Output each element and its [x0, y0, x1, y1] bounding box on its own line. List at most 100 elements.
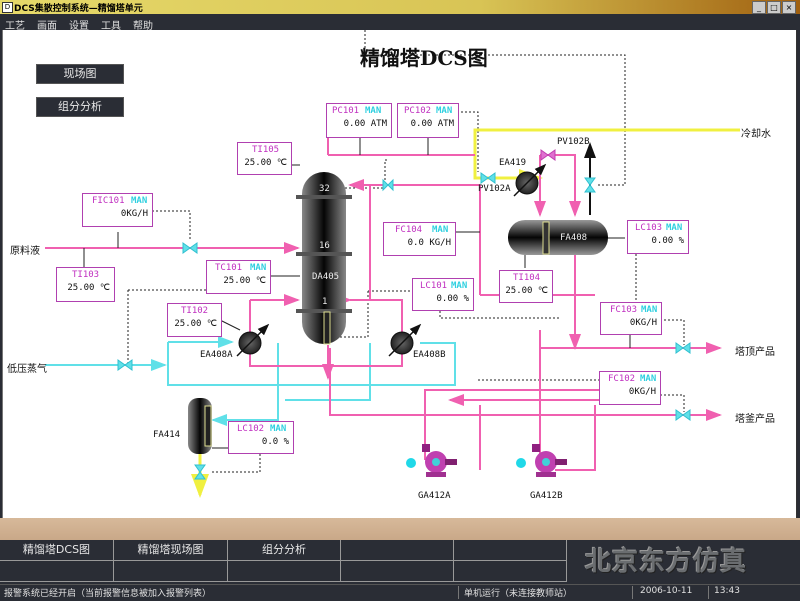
tray-32-label: 32: [319, 184, 330, 194]
tag-value: 0.00 %: [436, 294, 469, 304]
valve-FIC101: [182, 242, 198, 254]
status-message: 报警系统已经开启（当前报警信息被加入报警列表）: [4, 589, 212, 599]
page-title: 精馏塔DCS图: [360, 46, 488, 70]
tab-component-analysis[interactable]: 组分分析: [228, 540, 341, 561]
tag-name: TC101: [215, 263, 243, 273]
tag-TC101[interactable]: TC101 MAN 25.00 ℃: [206, 260, 271, 294]
tag-value: 0KG/H: [628, 387, 656, 397]
field-view-button[interactable]: 现场图: [36, 64, 124, 84]
component-analysis-button[interactable]: 组分分析: [36, 97, 124, 117]
close-button[interactable]: ×: [782, 1, 796, 14]
tab-empty-5[interactable]: [454, 540, 567, 561]
status-time: 13:43: [714, 586, 740, 596]
condenser-label: EA419: [499, 158, 527, 168]
tag-PC102[interactable]: PC102 MAN 0.00 ATM: [397, 103, 459, 138]
menu-screen[interactable]: 画面: [37, 21, 57, 32]
tag-value: 0.0 %: [261, 437, 289, 447]
tag-TI102[interactable]: TI102 25.00 ℃: [167, 303, 222, 337]
tag-name: FIC101: [92, 196, 125, 206]
tag-mode: MAN: [432, 225, 449, 235]
tag-name: TI102: [181, 306, 209, 316]
tag-mode: MAN: [365, 106, 382, 116]
tab-dcs-view[interactable]: 精馏塔DCS图: [0, 540, 114, 561]
tag-FC102[interactable]: FC102 MAN 0KG/H: [599, 371, 661, 405]
pump-GA412A: [406, 444, 457, 477]
tag-FC103[interactable]: FC103 MAN 0KG/H: [600, 302, 662, 335]
app-icon: D: [2, 2, 13, 13]
tag-name: TI104: [513, 273, 541, 283]
tag-name: LC101: [420, 281, 448, 291]
tag-value: 25.00 ℃: [244, 158, 287, 168]
heat-exchanger-EA408B: [388, 323, 422, 357]
top-product-label: 塔顶产品: [735, 347, 775, 358]
menu-settings[interactable]: 设置: [69, 21, 89, 32]
valve-FC103: [675, 342, 691, 354]
valve-reflux: [382, 178, 394, 192]
menu-bar: 工艺 画面 设置 工具 帮助: [0, 14, 800, 32]
pump-a-label: GA412A: [418, 491, 451, 501]
tag-FC104[interactable]: FC104 MAN 0.0 KG/H: [383, 222, 456, 256]
floor-strip: [0, 518, 800, 540]
tag-value: 0.0 KG/H: [407, 238, 451, 248]
status-date: 2006-10-11: [640, 586, 693, 596]
tag-TI104[interactable]: TI104 25.00 ℃: [499, 270, 553, 303]
tank-label: FA414: [153, 430, 181, 440]
window-title: DCS集散控制系统—精馏塔单元: [14, 4, 143, 14]
tag-name: FC104: [395, 225, 423, 235]
menu-tools[interactable]: 工具: [101, 21, 121, 32]
minimize-button[interactable]: _: [752, 1, 766, 14]
valve-FA414: [194, 464, 206, 480]
pump-GA412B: [516, 444, 567, 477]
tag-value: 0KG/H: [629, 318, 657, 328]
cooling-water-label: 冷却水: [741, 129, 771, 140]
brand-logo: 北京东方仿真: [585, 547, 748, 577]
tab-empty-8[interactable]: [228, 561, 341, 582]
tag-value: 0.00 ATM: [410, 119, 454, 129]
tray-1-label: 1: [322, 297, 328, 307]
tag-mode: MAN: [436, 106, 453, 116]
tab-empty-7[interactable]: [114, 561, 228, 582]
tag-value: 0.00 ATM: [343, 119, 387, 129]
column-DA405: [296, 172, 352, 345]
tag-FIC101[interactable]: FIC101 MAN 0KG/H: [82, 193, 153, 227]
tag-name: PC101: [332, 106, 360, 116]
valve-b-label: PV102B: [557, 137, 590, 147]
tag-mode: MAN: [250, 263, 267, 273]
valve-PV102B: [540, 149, 556, 161]
tag-name: TI105: [252, 145, 280, 155]
pump-b-label: GA412B: [530, 491, 563, 501]
tag-LC103[interactable]: LC103 MAN 0.00 %: [627, 220, 689, 254]
tag-LC102[interactable]: LC102 MAN 0.0 %: [228, 421, 294, 454]
tag-value: 25.00 ℃: [505, 286, 548, 296]
menu-help[interactable]: 帮助: [133, 21, 153, 32]
tag-TI105[interactable]: TI105 25.00 ℃: [237, 142, 292, 175]
tag-name: FC103: [610, 305, 638, 315]
tag-name: TI103: [72, 270, 100, 280]
tab-empty-4[interactable]: [341, 540, 454, 561]
valve-FC102: [675, 409, 691, 421]
bottom-panel: 精馏塔DCS图 精馏塔现场图 组分分析: [0, 540, 800, 584]
maximize-button[interactable]: □: [767, 1, 781, 14]
column-label: DA405: [312, 272, 340, 282]
tag-mode: MAN: [131, 196, 148, 206]
tag-value: 25.00 ℃: [67, 283, 110, 293]
status-mode: 单机运行（未连接教师站）: [464, 589, 573, 599]
title-bar: D DCS集散控制系统—精馏塔单元 _ □ ×: [0, 0, 800, 14]
tab-empty-6[interactable]: [0, 561, 114, 582]
tag-LC101[interactable]: LC101 MAN 0.00 %: [412, 278, 474, 311]
bottom-product-label: 塔釜产品: [735, 414, 775, 425]
tab-empty-9[interactable]: [341, 561, 454, 582]
drum-FA408: [508, 220, 608, 255]
menu-process[interactable]: 工艺: [5, 21, 25, 32]
tab-empty-10[interactable]: [454, 561, 567, 582]
reboiler-a-label: EA408A: [200, 350, 233, 360]
tag-PC101[interactable]: PC101 MAN 0.00 ATM: [326, 103, 392, 138]
tag-name: FC102: [608, 374, 636, 384]
tag-name: LC103: [635, 223, 663, 233]
tag-TI103[interactable]: TI103 25.00 ℃: [56, 267, 115, 302]
heat-exchanger-EA408A: [236, 323, 270, 357]
tab-field-view[interactable]: 精馏塔现场图: [114, 540, 228, 561]
heat-exchanger-EA419: [513, 163, 547, 197]
tag-mode: MAN: [641, 305, 658, 315]
tag-name: PC102: [404, 106, 432, 116]
